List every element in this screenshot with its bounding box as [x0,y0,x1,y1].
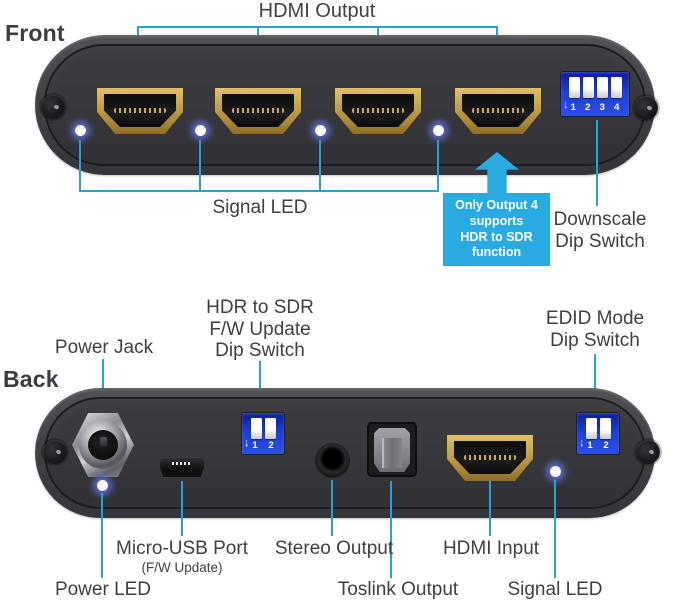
output4-hdr-callout: Only Output 4 supports HDR to SDR functi… [443,193,550,266]
screw-icon [634,96,658,120]
back-section-label: Back [3,366,59,392]
callout-line: HDR to SDR [460,229,533,244]
dip-switch-handle [568,77,580,98]
device-front-panel [35,35,655,175]
dip-switch-handle [599,418,611,439]
stereo-output-jack [316,444,349,477]
signal-led-indicator [433,125,444,136]
hdr-fw-dip-label: HDR to SDR F/W Update Dip Switch [206,297,314,362]
micro-usb-label: Micro-USB Port (F/W Update) [102,538,262,575]
edid-dip-line [594,354,596,412]
dip-number: 3 [599,102,605,113]
downscale-dip-line [596,120,598,206]
signal-led-bracket-tick [79,140,81,192]
micro-usb-line [181,481,183,536]
front-section-label: Front [5,20,65,46]
back-signal-led-label: Signal LED [507,579,603,600]
power-led-label: Power LED [54,579,152,600]
dip-switch-handle [610,77,622,98]
hdmi-output-port-3 [335,88,421,134]
dip-switch-handle [596,77,608,98]
signal-led-indicator [75,125,86,136]
down-arrow-icon: ↓ [579,437,585,449]
dip-number: 1 [587,440,593,451]
signal-led-bracket [79,190,439,192]
screw-icon [636,440,660,464]
hdmi-output-port-4 [455,88,541,134]
dip-number: 2 [603,440,609,451]
hdmi-input-line [489,481,491,536]
down-arrow-icon: ↓ [563,99,569,111]
screw-icon [41,95,65,119]
dip-number: 1 [570,102,576,113]
stereo-output-label: Stereo Output [274,538,394,559]
hdmi-output-bracket [137,26,498,28]
signal-led-indicator [315,125,326,136]
signal-led-bracket-tick [319,140,321,192]
hdmi-output-port-1 [97,88,183,134]
callout-line: function [471,245,522,260]
hdr-fw-dip-switch: ↓ 1 2 [242,413,284,454]
toslink-output-port [367,422,417,477]
dip-number: 2 [268,440,274,451]
power-jack-pin [100,437,107,447]
signal-led-bracket-tick [199,140,201,192]
hdmi-input-port [447,435,533,481]
signal-led-indicator [195,125,206,136]
power-led-indicator [97,480,108,491]
dip-number: 2 [585,102,591,113]
micro-usb-sub-label: (F/W Update) [141,559,223,575]
signal-led-bracket-tick [437,140,439,192]
stereo-output-line [331,480,333,536]
micro-usb-port [159,457,205,478]
toslink-output-line [390,481,392,578]
dip-switch-handle [582,77,594,98]
screw-icon [43,440,67,464]
downscale-dip-label: Downscale Dip Switch [553,209,647,252]
edid-dip-label: EDID Mode Dip Switch [545,308,645,351]
power-led-line [101,493,103,578]
edid-dip-switch: ↓ 1 2 [577,413,619,454]
signal-led-line [554,480,556,578]
downscale-dip-switch: ↓ 1 2 3 4 [561,72,629,116]
hdmi-output-label: HDMI Output [258,0,376,22]
dip-number: 4 [614,102,620,113]
power-jack-label: Power Jack [54,337,154,358]
hdmi-input-label: HDMI Input [442,538,540,559]
dip-switch-handle [585,418,597,439]
down-arrow-icon: ↓ [244,437,250,449]
dip-switch-handle [250,418,262,439]
callout-line: supports [469,213,524,228]
dip-number: 1 [252,440,258,451]
front-signal-led-label: Signal LED [212,197,308,218]
signal-led-indicator [550,466,561,477]
power-jack-line [102,359,104,416]
hdmi-output-port-2 [215,88,301,134]
dip-switch-handle [264,418,276,439]
callout-line: Only Output 4 [455,198,538,212]
toslink-output-label: Toslink Output [337,579,459,600]
